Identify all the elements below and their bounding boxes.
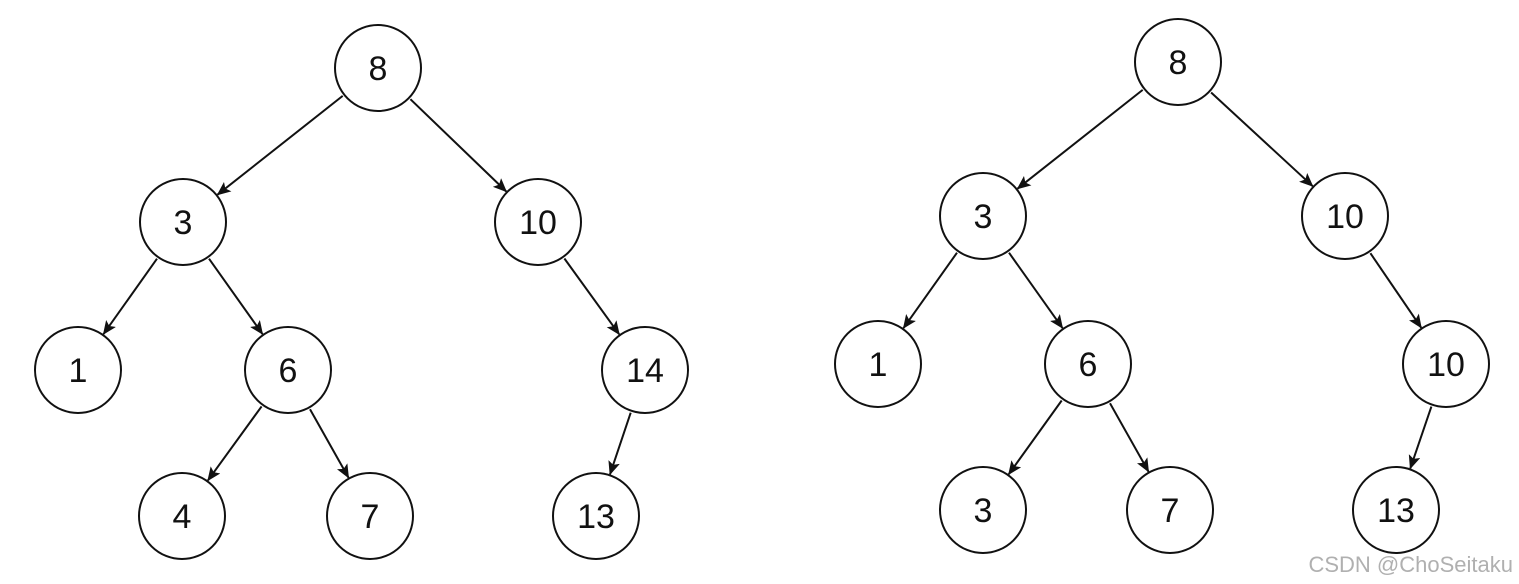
node-label: 6 [1079, 346, 1098, 384]
node-label: 6 [279, 352, 298, 390]
left-tree-edge-14-to-13 [608, 412, 632, 476]
right-tree-edge-6-to-7 [1109, 402, 1150, 473]
node-label: 10 [1427, 346, 1465, 384]
node-label: 1 [69, 352, 88, 390]
node-circle [939, 466, 1027, 554]
node-circle [1126, 466, 1214, 554]
node-label: 4 [173, 498, 192, 536]
node-label: 8 [1169, 44, 1188, 82]
node-circle [138, 472, 226, 560]
node-circle [1402, 320, 1490, 408]
left-tree-edge-6-to-4 [207, 405, 263, 482]
left-tree-node-8: 8 [334, 24, 422, 112]
right-tree-edge-3-to-1 [902, 252, 958, 329]
left-tree-node-6: 6 [244, 326, 332, 414]
right-tree-node-13: 13 [1352, 466, 1440, 554]
left-tree-node-14: 14 [601, 326, 689, 414]
node-label: 7 [1161, 492, 1180, 530]
left-tree-node-13: 13 [552, 472, 640, 560]
node-circle [139, 178, 227, 266]
right-tree-node-7: 7 [1126, 466, 1214, 554]
node-label: 13 [1377, 492, 1415, 530]
left-tree-edge-8-to-10 [409, 98, 508, 193]
nodes-layer: 8 3 10 1 6 14 4 7 13 8 3 10 1 6 10 3 7 13 [34, 18, 1490, 560]
right-tree-node-10: 10 [1301, 172, 1389, 260]
node-circle [939, 172, 1027, 260]
node-label: 8 [369, 50, 388, 88]
right-tree-edge-3-to-6 [1008, 252, 1064, 329]
node-label: 3 [974, 198, 993, 236]
node-circle [326, 472, 414, 560]
edges-layer [102, 89, 1433, 482]
node-label: 10 [519, 204, 557, 242]
node-circle [244, 326, 332, 414]
node-circle [834, 320, 922, 408]
left-tree-node-4: 4 [138, 472, 226, 560]
left-tree-node-10: 10 [494, 178, 582, 266]
left-tree-edge-10-to-14 [563, 257, 621, 336]
node-label: 10 [1326, 198, 1364, 236]
right-tree-node-3: 3 [939, 172, 1027, 260]
left-tree-edge-3-to-6 [208, 258, 264, 335]
left-tree-node-7: 7 [326, 472, 414, 560]
watermark-credit: CSDN @ChoSeitaku [1308, 552, 1513, 577]
left-tree-node-3: 3 [139, 178, 227, 266]
node-label: 14 [626, 352, 664, 390]
left-tree-node-1: 1 [34, 326, 122, 414]
node-circle [601, 326, 689, 414]
right-tree-edge-10-to-10 [1369, 252, 1423, 329]
node-circle [1352, 466, 1440, 554]
right-tree-node-8: 8 [1134, 18, 1222, 106]
right-tree-node-3: 3 [939, 466, 1027, 554]
node-circle [34, 326, 122, 414]
node-label: 7 [361, 498, 380, 536]
right-tree-node-6: 6 [1044, 320, 1132, 408]
node-label: 3 [974, 492, 993, 530]
node-label: 3 [174, 204, 193, 242]
left-tree-edge-8-to-3 [216, 95, 344, 196]
right-tree-node-1: 1 [834, 320, 922, 408]
node-circle [334, 24, 422, 112]
right-tree-edge-8-to-10 [1210, 91, 1314, 187]
node-circle [494, 178, 582, 266]
right-tree-node-10: 10 [1402, 320, 1490, 408]
node-circle [1044, 320, 1132, 408]
left-tree-edge-6-to-7 [309, 408, 350, 479]
right-tree-edge-10-to-13 [1408, 406, 1433, 470]
node-circle [552, 472, 640, 560]
node-circle [1134, 18, 1222, 106]
right-tree-edge-6-to-3 [1007, 399, 1063, 476]
left-tree-edge-3-to-1 [102, 258, 158, 335]
right-tree-edge-8-to-3 [1016, 89, 1144, 190]
node-label: 13 [577, 498, 615, 536]
node-circle [1301, 172, 1389, 260]
node-label: 1 [869, 346, 888, 384]
